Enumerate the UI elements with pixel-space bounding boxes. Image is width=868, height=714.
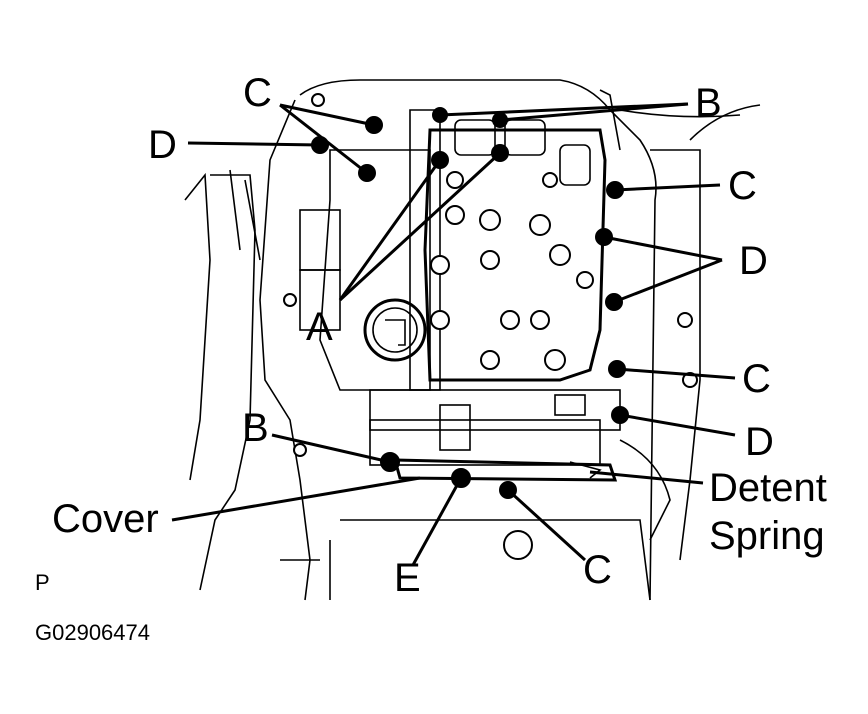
solenoid-row-lower xyxy=(369,419,601,466)
case-hole xyxy=(311,93,325,107)
label-cover: Cover xyxy=(52,497,159,541)
label-D-right-lower: D xyxy=(745,420,774,464)
label-D-right-middle: D xyxy=(739,239,768,283)
label-C-right-upper: C xyxy=(728,164,757,208)
label-detent-line1: Detent xyxy=(709,466,827,510)
case-hole xyxy=(682,372,698,388)
label-C-bottom: C xyxy=(583,548,612,592)
label-C-right-lower: C xyxy=(742,357,771,401)
view-marker: P xyxy=(35,570,50,595)
label-B-left: B xyxy=(242,406,269,450)
solenoid-connector xyxy=(559,144,591,186)
label-A: A xyxy=(306,305,333,349)
solenoid-connector xyxy=(554,394,586,416)
label-B-top-right: B xyxy=(695,81,722,125)
manual-valve xyxy=(363,298,427,362)
solenoid-connector xyxy=(454,119,496,156)
case-hole xyxy=(283,293,297,307)
figure-code: G02906474 xyxy=(35,620,150,645)
label-E: E xyxy=(394,556,421,600)
label-detent-line2: Spring xyxy=(709,514,825,558)
valve-body-plate xyxy=(299,109,621,482)
solenoid-row xyxy=(369,389,621,431)
case-hole xyxy=(293,443,307,457)
transmission-case-outline xyxy=(184,79,761,601)
case-hole xyxy=(503,530,533,560)
callout-labels: C D B C D A C D B Detent Spring Cover E … xyxy=(52,71,827,600)
label-C-top: C xyxy=(243,71,272,115)
detent-spring xyxy=(393,458,618,482)
left-component xyxy=(299,209,341,271)
solenoid-body xyxy=(439,404,471,451)
leader-lines xyxy=(171,102,736,566)
solenoid-connector xyxy=(504,119,546,156)
label-D-top-left: D xyxy=(148,123,177,167)
case-hole xyxy=(677,312,693,328)
